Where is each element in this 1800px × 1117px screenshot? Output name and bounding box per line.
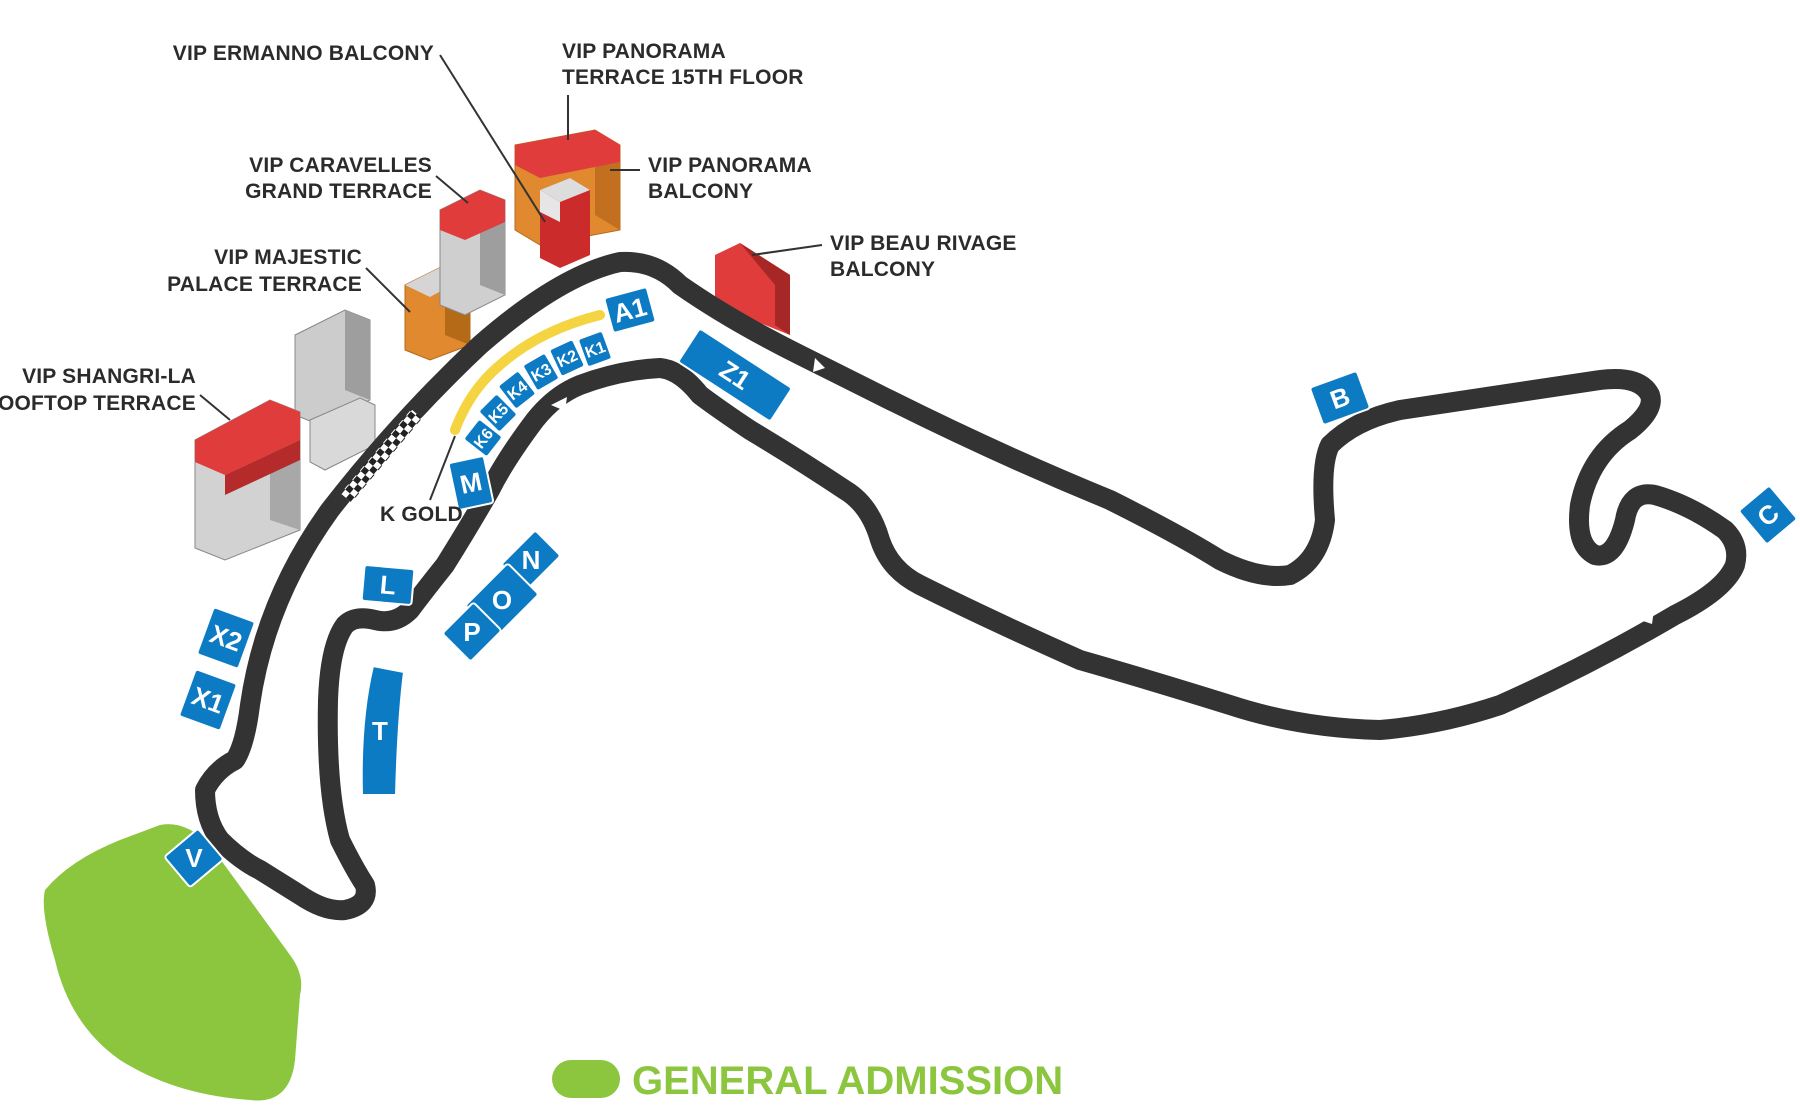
- vip-majestic-label-1: VIP MAJESTIC: [214, 246, 362, 269]
- vip-panorama-balcony-label-2: BALCONY: [648, 180, 753, 203]
- stand-k1[interactable]: K1: [577, 330, 613, 368]
- vip-caravelles-building[interactable]: [439, 189, 506, 316]
- vip-beau-rivage-pointer: [751, 244, 823, 256]
- vip-panorama-terrace-label-2: TERRACE 15TH FLOOR: [562, 66, 804, 89]
- legend-ga-swatch: [552, 1060, 620, 1098]
- stand-c[interactable]: C: [1738, 485, 1798, 545]
- general-admission-area[interactable]: [43, 824, 302, 1101]
- direction-arrow: [813, 358, 825, 372]
- stand-p[interactable]: P: [442, 602, 502, 662]
- stand-n-label: N: [522, 545, 541, 575]
- k-gold-stand[interactable]: [450, 310, 605, 435]
- vip-beau-rivage-label-2: BALCONY: [830, 258, 935, 281]
- vip-majestic-pointer: [365, 267, 411, 313]
- stand-m[interactable]: M: [447, 455, 495, 511]
- stand-l[interactable]: L: [360, 564, 416, 606]
- stand-p-label: P: [463, 617, 480, 647]
- stand-b[interactable]: B: [1309, 370, 1371, 426]
- legend-general-admission: GENERAL ADMISSION: [552, 1059, 1063, 1103]
- stand-k4[interactable]: K4: [497, 370, 537, 410]
- stand-k3[interactable]: K3: [522, 352, 560, 392]
- vip-panorama-balcony-label-1: VIP PANORAMA: [648, 154, 812, 177]
- stand-x2[interactable]: X2: [196, 606, 256, 670]
- direction-arrow: [250, 832, 268, 846]
- vip-beau-rivage-label-1: VIP BEAU RIVAGE: [830, 232, 1017, 255]
- vip-shangrila-building[interactable]: [194, 309, 376, 561]
- direction-arrow: [551, 397, 567, 411]
- stand-k6[interactable]: K6: [463, 418, 503, 458]
- stand-k1-label: K1: [583, 339, 608, 362]
- vip-panorama-terrace-label-1: VIP PANORAMA: [562, 40, 726, 63]
- vip-caravelles-label-1: VIP CARAVELLES: [249, 154, 432, 177]
- stand-x1[interactable]: X1: [178, 668, 238, 732]
- vip-shangrila-pointer: [199, 394, 231, 421]
- race-track: [195, 251, 1747, 921]
- vip-panorama-building[interactable]: [514, 129, 621, 268]
- stand-k2[interactable]: K2: [548, 338, 586, 378]
- vip-caravelles-label-2: GRAND TERRACE: [245, 180, 432, 203]
- stand-a1[interactable]: A1: [603, 286, 657, 334]
- stand-k5[interactable]: K5: [478, 393, 518, 433]
- stand-t[interactable]: T: [360, 664, 406, 796]
- stand-t-label: T: [372, 716, 388, 746]
- k-gold-label: K GOLD: [380, 503, 463, 526]
- stand-o-label: O: [492, 585, 512, 615]
- vip-caravelles-pointer: [435, 175, 469, 204]
- stand-l-label: L: [379, 569, 398, 600]
- k-gold-pointer: [429, 435, 456, 501]
- vip-shangrila-label-2: ROOFTOP TERRACE: [0, 392, 196, 415]
- vip-shangrila-label-1: VIP SHANGRI-LA: [22, 365, 196, 388]
- legend-ga-label: GENERAL ADMISSION: [632, 1059, 1063, 1103]
- vip-ermanno-pointer: [439, 54, 546, 223]
- stand-v[interactable]: V: [164, 828, 224, 888]
- direction-arrow: [1640, 610, 1654, 624]
- vip-ermanno-label: VIP ERMANNO BALCONY: [173, 42, 434, 65]
- start-finish-line: [340, 409, 423, 503]
- stand-z1[interactable]: Z1: [678, 328, 792, 422]
- stand-v-label: V: [185, 843, 203, 873]
- vip-majestic-label-2: PALACE TERRACE: [167, 273, 362, 296]
